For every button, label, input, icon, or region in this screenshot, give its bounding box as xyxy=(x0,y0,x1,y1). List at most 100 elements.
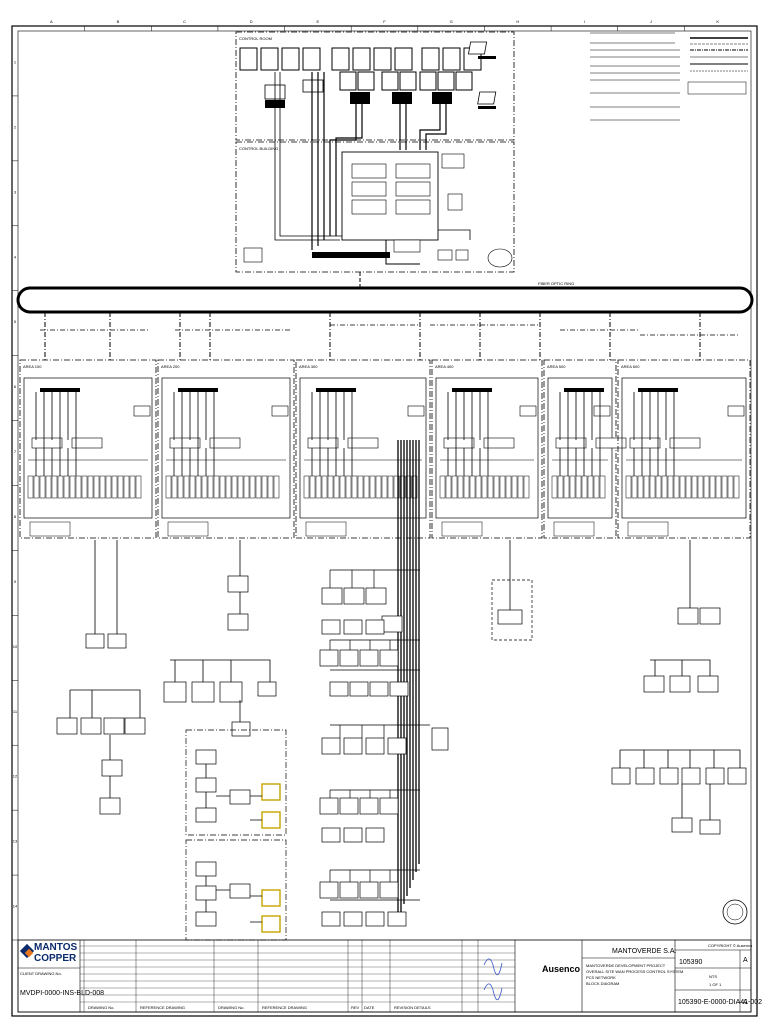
field-device-box xyxy=(319,649,339,667)
field-device-box xyxy=(195,777,217,793)
monitor-icon xyxy=(442,47,461,71)
signature xyxy=(483,958,503,976)
sheet-value: 1 OF 1 xyxy=(709,982,722,987)
row-number: 1 xyxy=(14,59,17,64)
column-letter: K xyxy=(716,19,719,24)
column-letter: G xyxy=(450,19,453,24)
field-device-box xyxy=(56,717,78,735)
server-cabinet xyxy=(341,151,439,241)
network-switch xyxy=(669,437,701,449)
monitor-icon xyxy=(455,71,473,91)
field-devices xyxy=(56,440,747,941)
process-area: AREA 600 xyxy=(617,359,751,539)
field-device-box xyxy=(343,619,363,635)
field-device-box xyxy=(191,681,215,703)
field-device-box xyxy=(99,797,121,815)
field-device-box xyxy=(669,675,691,693)
consultant-logo: Ausenco xyxy=(542,964,581,974)
footer-drawing-no: DRAWING No. xyxy=(88,1005,115,1010)
field-device-box xyxy=(343,911,363,927)
row-number: 13 xyxy=(13,839,18,844)
monitor-icon xyxy=(399,71,417,91)
network-switch xyxy=(443,437,475,449)
monitor-icon xyxy=(357,71,375,91)
monitor-icon xyxy=(421,47,440,71)
fiber-ring-label: FIBER OPTIC RING xyxy=(538,281,574,286)
field-device-box xyxy=(321,827,341,843)
field-device-box xyxy=(359,881,379,899)
field-device-box xyxy=(727,767,747,785)
monitor-icon xyxy=(373,47,392,71)
field-device-box xyxy=(697,675,719,693)
field-device-box xyxy=(379,649,399,667)
engineering-laptops xyxy=(468,41,497,109)
revision-letter-2: A xyxy=(743,999,748,1006)
field-device-box xyxy=(319,881,339,899)
field-device-box xyxy=(379,797,399,815)
row-number: 6 xyxy=(14,384,17,389)
field-device-box xyxy=(321,737,341,755)
row-number: 2 xyxy=(14,124,17,129)
monitor-icon xyxy=(437,71,455,91)
field-device-box xyxy=(681,767,701,785)
row-number: 7 xyxy=(14,449,17,454)
field-device-box xyxy=(195,807,217,823)
field-device-box xyxy=(497,609,523,625)
monitor-icon xyxy=(381,71,399,91)
field-device-box xyxy=(369,681,389,697)
footer-reference-drawing-2: REFERENCE DRAWING xyxy=(262,1005,307,1010)
row-number: 12 xyxy=(13,774,18,779)
process-area: AREA 500 xyxy=(543,359,627,539)
field-device-box xyxy=(319,797,339,815)
field-device-box xyxy=(677,607,699,625)
field-device-box xyxy=(261,783,281,801)
monitor-icon xyxy=(331,47,350,71)
process-area: AREA 400 xyxy=(431,359,543,539)
copyright: COPYRIGHT © Ausenco xyxy=(708,943,753,948)
field-device-box xyxy=(261,889,281,907)
network-switch xyxy=(209,437,241,449)
process-area: AREA 100 xyxy=(19,359,157,539)
field-device-box xyxy=(365,619,385,635)
field-device-box xyxy=(339,881,359,899)
field-device-box xyxy=(343,737,363,755)
field-device-box xyxy=(219,681,243,703)
field-device-box xyxy=(387,737,407,755)
area-label: AREA 300 xyxy=(299,364,318,369)
network-cloud xyxy=(487,248,513,268)
approval-stamp xyxy=(722,899,748,925)
network-switch xyxy=(31,437,63,449)
field-device-box xyxy=(699,607,721,625)
field-device-box xyxy=(431,727,449,751)
title-line-4: BLOCK DIAGRAM xyxy=(586,981,619,986)
field-device-box xyxy=(227,575,249,593)
control-room-title: CONTROL ROOM xyxy=(239,36,272,41)
field-device-box xyxy=(389,681,409,697)
field-device-box xyxy=(321,587,343,605)
mantos-copper-logo xyxy=(19,943,35,959)
field-device-box xyxy=(229,883,251,899)
network-switch xyxy=(595,437,627,449)
column-letter: J xyxy=(650,19,652,24)
drawing-number: 105390-E-0000-DIA41-002 xyxy=(678,999,762,1006)
monitor-icon xyxy=(394,47,413,71)
field-device-box xyxy=(195,911,217,927)
area-label: AREA 100 xyxy=(23,364,42,369)
field-device-box xyxy=(231,721,251,737)
title-block: MANTOS COPPER CLIENT DRAWING No. MVDPI-0… xyxy=(17,899,762,1013)
column-letter: C xyxy=(183,19,186,24)
footer-date: DATE xyxy=(364,1005,375,1010)
title-line-2: OVERALL SITE WAN PROCESS CONTROL SYSTEM xyxy=(586,969,683,974)
network-switch xyxy=(555,437,587,449)
client-drawing-number: MVDPI-0000-INS-BLD-008 xyxy=(20,990,104,997)
row-number: 3 xyxy=(14,189,17,194)
field-device-box xyxy=(699,819,721,835)
field-device-box xyxy=(321,619,341,635)
field-device-box xyxy=(85,633,105,649)
row-number: 14 xyxy=(13,904,18,909)
area-label: AREA 400 xyxy=(435,364,454,369)
field-device-box xyxy=(163,681,187,703)
